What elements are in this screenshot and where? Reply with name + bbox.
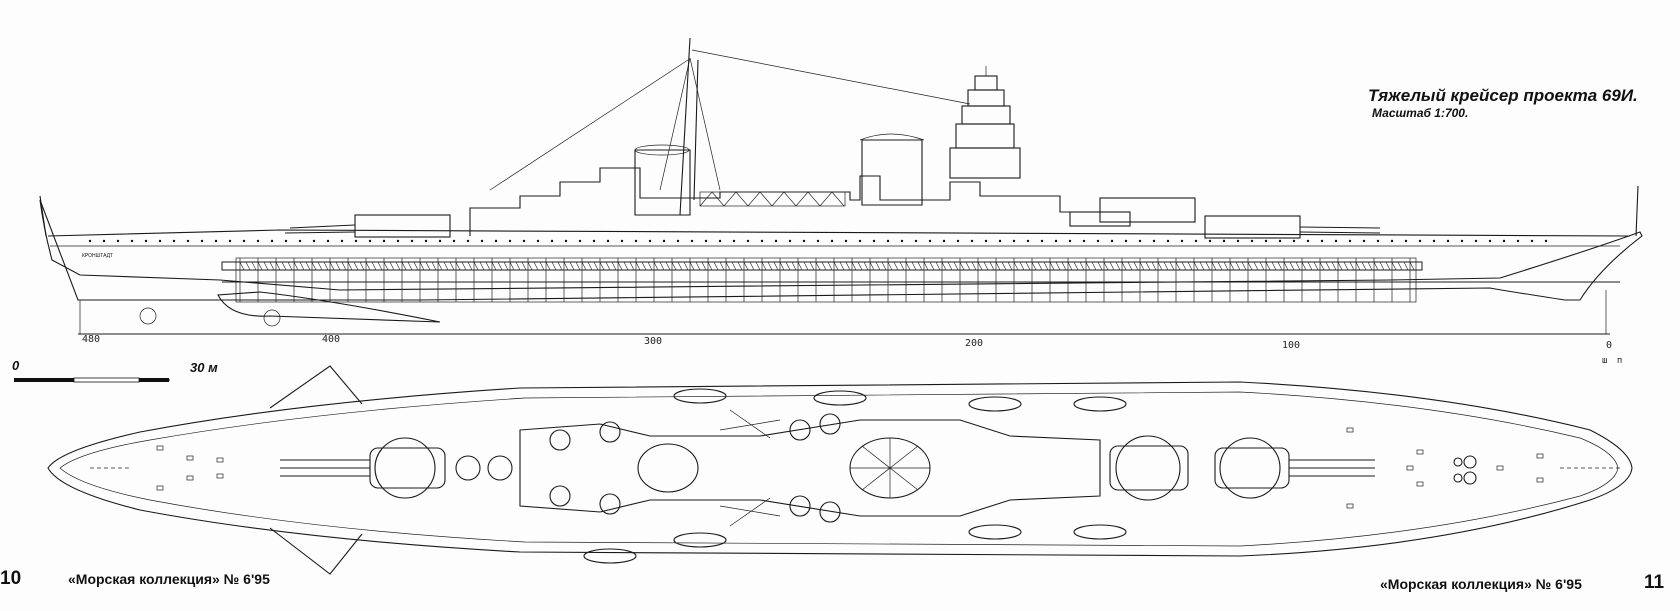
scale-end-label: 30 м	[190, 360, 218, 375]
scale-bar	[14, 377, 170, 383]
main-mast	[489, 37, 971, 216]
funnel-top-aft	[637, 443, 699, 493]
portholes	[88, 239, 1548, 243]
aa-mount	[819, 501, 841, 523]
aa-mount	[819, 413, 841, 435]
propeller-icon	[139, 307, 157, 325]
deck-line	[47, 229, 1631, 237]
lifeboat	[673, 532, 727, 548]
aa-mount	[549, 485, 571, 507]
aa-mount	[789, 419, 811, 441]
lifeboat	[813, 390, 867, 406]
lifeboat	[1073, 524, 1127, 540]
frame-tick: 100	[1282, 340, 1301, 351]
hangar-truss	[699, 191, 846, 207]
funnel-fwd	[861, 139, 923, 206]
scale-start-label: 0	[12, 358, 20, 373]
lifeboat	[968, 396, 1022, 412]
turret-top-aft	[280, 437, 446, 499]
superstructure	[469, 167, 1100, 236]
frame-tick: 0	[1606, 340, 1613, 351]
propeller-icon	[263, 309, 281, 327]
conning-tower	[949, 66, 1021, 179]
frame-tick: 300	[644, 336, 663, 347]
paravane	[269, 527, 363, 575]
armor-belt	[235, 257, 1417, 303]
hull-name: КРОНШТАДТ	[82, 253, 113, 259]
deck-plan	[47, 365, 1633, 575]
magazine-title-right: «Морская коллекция» № 6'95	[1380, 576, 1582, 592]
funnel-aft	[634, 149, 691, 216]
drawing-scale: Масштаб 1:700.	[1372, 106, 1469, 120]
deck-outline	[47, 381, 1633, 557]
frame-unit: ш п	[1602, 356, 1625, 366]
frame-tick: 200	[965, 338, 984, 349]
lifeboat	[583, 548, 637, 564]
lifeboat	[673, 388, 727, 404]
lifeboat	[1073, 396, 1127, 412]
aa-mount	[789, 495, 811, 517]
page-number-right: 11	[1644, 572, 1665, 593]
aa-mount	[599, 421, 621, 443]
hull-outline	[39, 199, 1643, 301]
rudder	[217, 291, 441, 323]
main-turret-aft	[284, 214, 451, 238]
aa-mount	[549, 429, 571, 451]
turret-top-fwd-2	[1214, 437, 1375, 499]
drawing-title: Тяжелый крейсер проекта 69И.	[1368, 86, 1638, 105]
frame-tick: 400	[322, 334, 341, 345]
aa-mount	[599, 493, 621, 515]
turret-top-fwd-1	[1109, 435, 1189, 501]
deck-superstructure	[519, 419, 1101, 517]
aircraft	[719, 409, 781, 527]
side-profile: КРОНШТАДТ	[39, 37, 1643, 335]
magazine-title-left: «Морская коллекция» № 6'95	[68, 571, 270, 587]
main-turret-fwd-2	[1204, 215, 1381, 239]
lifeboat	[968, 524, 1022, 540]
page-number-left: 10	[0, 568, 22, 589]
frame-tick: 480	[82, 334, 101, 345]
paravane	[269, 365, 363, 409]
